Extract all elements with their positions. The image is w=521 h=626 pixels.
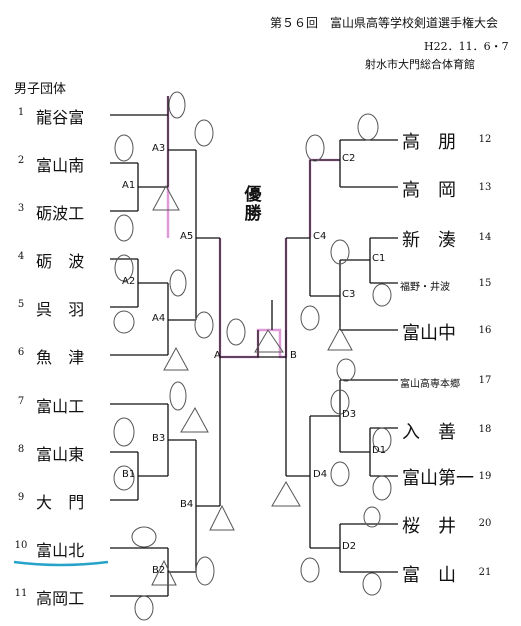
team-number: 13 [478, 182, 492, 193]
team-name: 高 朋 [402, 132, 456, 153]
team-name: 富山工 [36, 397, 85, 416]
match-label-b2: B2 [152, 565, 166, 576]
team-number: 11 [14, 588, 28, 599]
team-number: 7 [17, 396, 25, 407]
team-number: 9 [17, 492, 25, 503]
match-label-a2: A2 [122, 276, 136, 287]
team-name: 富山高専本郷 [400, 379, 460, 390]
match-label-b3: B3 [152, 433, 166, 444]
team-number: 10 [14, 540, 28, 551]
match-label-a4: A4 [152, 313, 166, 324]
tournament-title: 第５６回 富山県高等学校剣道選手権大会 [270, 16, 499, 30]
team-name: 富山東 [36, 445, 85, 464]
match-label-a5: A5 [180, 231, 194, 242]
team-name: 砺波工 [36, 204, 85, 223]
team-name: 富山中 [402, 323, 456, 344]
match-label-d1: D1 [372, 445, 387, 456]
tournament-date: H22．11．6・7 [424, 40, 509, 53]
team-number: 4 [17, 251, 25, 262]
team-name: 桜 井 [402, 516, 456, 537]
team-number: 16 [478, 325, 492, 336]
team-number: 5 [17, 299, 25, 310]
team-number: 17 [478, 375, 492, 386]
match-label-c4: C4 [313, 231, 327, 242]
match-label-d4: D4 [313, 469, 328, 480]
team-name: 龍谷富 [36, 108, 85, 127]
team-name: 新 湊 [402, 230, 456, 251]
team-name: 富山北 [36, 541, 85, 560]
match-label-b1: B1 [122, 469, 136, 480]
team-number: 8 [17, 444, 25, 455]
match-label-c3: C3 [342, 289, 356, 300]
match-label-b4: B4 [180, 499, 194, 510]
match-label-c2: C2 [342, 153, 356, 164]
match-label-b: B [290, 350, 297, 361]
category-label: 男子団体 [14, 82, 67, 97]
team-number: 14 [478, 232, 492, 243]
team-number: 15 [478, 278, 492, 289]
team-number: 3 [17, 203, 25, 214]
team-number: 18 [478, 424, 492, 435]
team-name: 砺 波 [36, 252, 85, 271]
team-name: 富山南 [36, 156, 85, 175]
team-name: 高岡工 [36, 589, 85, 608]
match-label-d2: D2 [342, 541, 357, 552]
match-label-a1: A1 [122, 180, 136, 191]
team-number: 6 [17, 347, 25, 358]
team-number: 19 [478, 471, 492, 482]
match-label-c1: C1 [372, 253, 386, 264]
team-name: 魚 津 [36, 348, 85, 367]
team-number: 1 [17, 107, 25, 118]
team-name: 入 善 [402, 422, 456, 443]
team-name: 大 門 [36, 493, 85, 512]
team-number: 2 [17, 155, 25, 166]
team-name: 呉 羽 [36, 300, 85, 319]
tournament-venue: 射水市大門総合体育館 [365, 58, 475, 71]
team-name: 高 岡 [402, 180, 456, 201]
team-name: 富山第一 [402, 468, 474, 489]
match-label-a: A [214, 350, 221, 361]
team-number: 20 [478, 518, 492, 529]
match-label-d3: D3 [342, 409, 357, 420]
team-number: 12 [478, 134, 492, 145]
match-label-a3: A3 [152, 143, 166, 154]
winner-label: 優勝 [244, 185, 262, 224]
team-name: 福野・井波 [400, 282, 450, 293]
team-name: 富 山 [402, 565, 456, 586]
team-number: 21 [478, 567, 492, 578]
